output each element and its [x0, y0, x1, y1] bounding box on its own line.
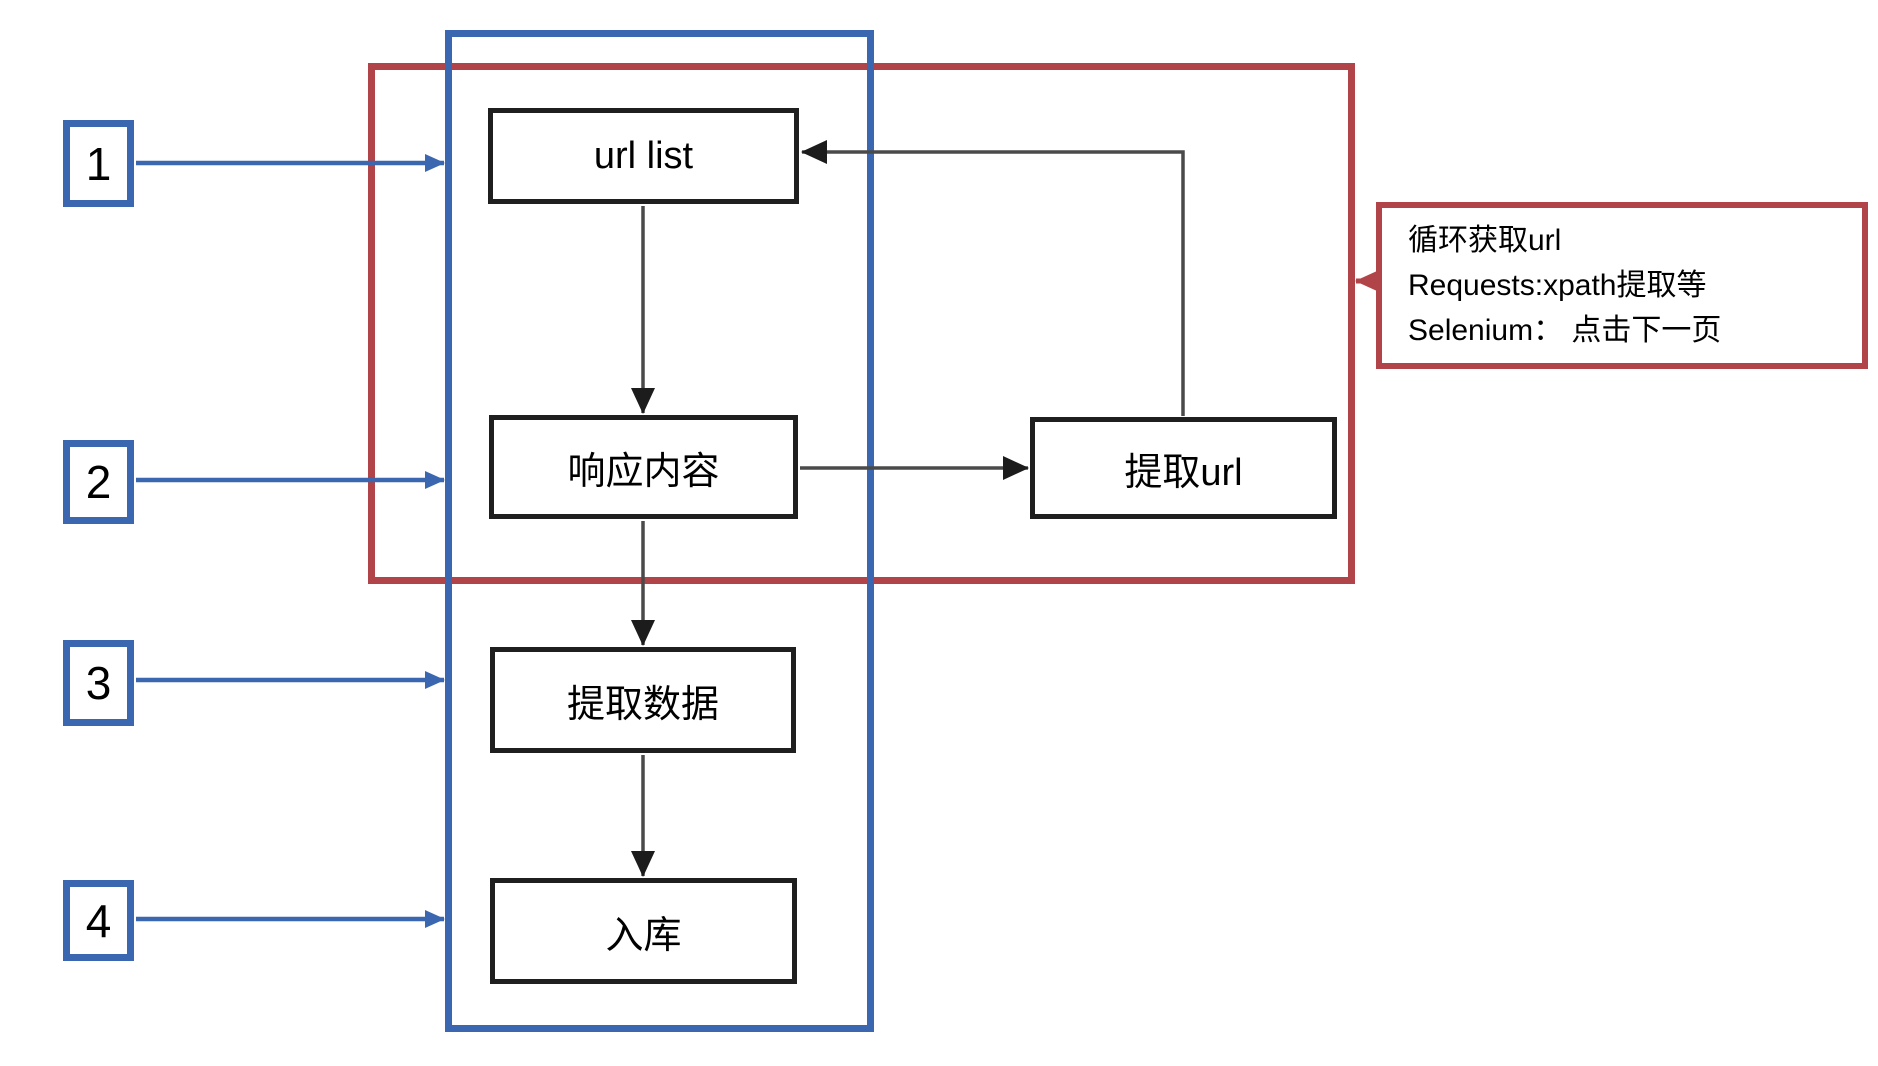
- node-extract-data-label: 提取数据: [566, 683, 719, 726]
- node-url-list: url list: [488, 108, 799, 204]
- step-marker-3-label: 3: [85, 657, 112, 709]
- loop-annotation-box: 循环获取url Requests:xpath提取等 Selenium： 点击下一…: [1376, 202, 1868, 369]
- node-store-to-db-label: 入库: [605, 914, 682, 957]
- node-response-content-label: 响应内容: [567, 450, 720, 493]
- step-marker-3: 3: [63, 640, 134, 726]
- step-marker-2-label: 2: [85, 456, 112, 508]
- step-marker-1-label: 1: [85, 137, 112, 190]
- annotation-line-2: Requests:xpath提取等: [1408, 269, 1707, 302]
- node-url-list-label: url list: [593, 134, 694, 177]
- node-response-content: 响应内容: [489, 415, 798, 519]
- node-extract-data: 提取数据: [490, 647, 796, 753]
- step-marker-4: 4: [63, 880, 134, 961]
- step-marker-4-label: 4: [85, 894, 112, 947]
- annotation-line-3: Selenium： 点击下一页: [1408, 314, 1722, 347]
- step-marker-1: 1: [63, 120, 134, 207]
- node-extract-url-label: 提取url: [1124, 451, 1243, 494]
- step-marker-2: 2: [63, 440, 134, 524]
- node-extract-url: 提取url: [1030, 417, 1337, 519]
- url-loop-region-outline: [368, 63, 1355, 584]
- node-store-to-db: 入库: [490, 878, 797, 984]
- annotation-line-1: 循环获取url: [1408, 224, 1562, 257]
- main-pipeline-region-outline: [445, 30, 874, 1032]
